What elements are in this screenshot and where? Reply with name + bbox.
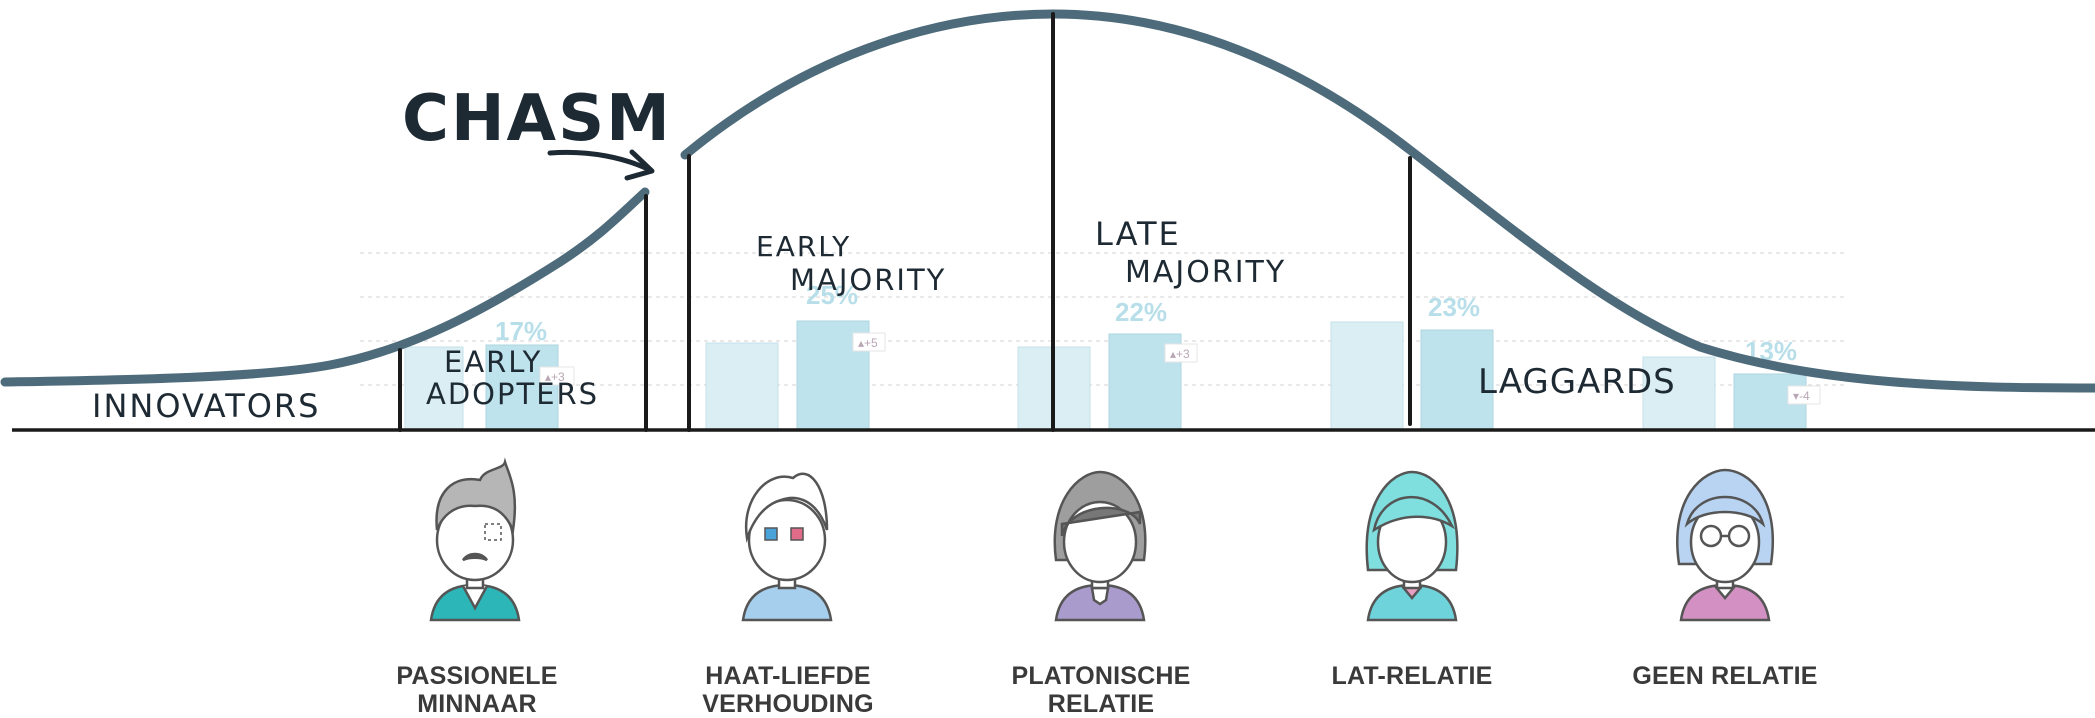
platonische-relatie-avatar-icon <box>1053 470 1147 622</box>
persona-label-line1: HAAT-LIEFDE <box>705 662 871 690</box>
lat-relatie-avatar-icon <box>1365 470 1459 622</box>
passionele-minnaar-avatar-icon <box>429 457 521 622</box>
persona-label-lat-relatie: LAT-RELATIE <box>1302 662 1522 690</box>
adoption-curve-right <box>680 9 2095 393</box>
geen-relatie-avatar-icon <box>1676 468 1774 622</box>
segment-label-late-majority-2: MAJORITY <box>1125 255 1286 290</box>
bar-group-haat-liefde: 25% ▴+5 <box>705 280 886 430</box>
persona-label-line2: RELATIE <box>1047 690 1155 718</box>
bar-group-lat-relatie: 23% <box>1330 292 1494 430</box>
haat-liefde-verhouding-avatar-icon <box>741 472 833 622</box>
percentage-label: 17% <box>495 316 547 346</box>
percentage-label: 23% <box>1428 292 1480 322</box>
bar-current <box>485 344 559 430</box>
chasm-arrow <box>547 149 653 173</box>
bar-group-passionele-minnaar: 17% ▴+3 <box>404 316 575 430</box>
persona-label-line2: VERHOUDING <box>702 690 874 718</box>
persona-label-platonische: PLATONISCHE RELATIE <box>991 662 1211 718</box>
segment-label-early-adopters-1: EARLY <box>444 345 542 379</box>
bar-previous <box>1330 321 1404 430</box>
bar-previous <box>404 346 464 430</box>
segment-dividers <box>398 12 1412 432</box>
delta-value: ▴+3 <box>1170 347 1190 361</box>
segment-label-late-majority-1: LATE <box>1095 215 1181 253</box>
segment-label-early-majority-2: MAJORITY <box>790 263 946 297</box>
persona-label-geen-relatie: GEEN RELATIE <box>1615 662 1835 690</box>
percentage-label: 25% <box>806 280 858 310</box>
segment-label-early-majority-1: EARLY <box>756 230 851 263</box>
persona-label-line2: MINNAAR <box>417 690 537 718</box>
chasm-arrowhead <box>624 149 655 181</box>
bar-previous <box>705 342 779 430</box>
delta-badge <box>1164 343 1198 363</box>
persona-label-line1: PASSIONELE <box>396 662 558 690</box>
delta-badge <box>1787 385 1821 405</box>
persona-label-line1: GEEN RELATIE <box>1632 662 1818 690</box>
delta-value: ▴+5 <box>858 336 878 350</box>
segment-label-innovators: INNOVATORS <box>92 387 320 425</box>
adoption-curve-left <box>0 187 650 387</box>
delta-badge <box>539 366 575 386</box>
persona-label-haat-liefde: HAAT-LIEFDE VERHOUDING <box>678 662 898 718</box>
delta-value: ▴+3 <box>545 370 565 384</box>
delta-badge <box>852 332 886 352</box>
segment-label-early-adopters-2: ADOPTERS <box>426 377 599 411</box>
percentage-label: 22% <box>1115 297 1167 327</box>
bar-group-platonische: 22% ▴+3 <box>1017 297 1198 430</box>
persona-label-line1: LAT-RELATIE <box>1331 662 1493 690</box>
chasm-label: CHASM <box>402 82 672 156</box>
bar-previous <box>1642 356 1716 430</box>
segment-label-laggards: LAGGARDS <box>1478 362 1676 402</box>
persona-label-passionele-minnaar: PASSIONELE MINNAAR <box>367 662 587 718</box>
delta-value: ▾-4 <box>1793 389 1810 403</box>
persona-label-line1: PLATONISCHE <box>1011 662 1191 690</box>
